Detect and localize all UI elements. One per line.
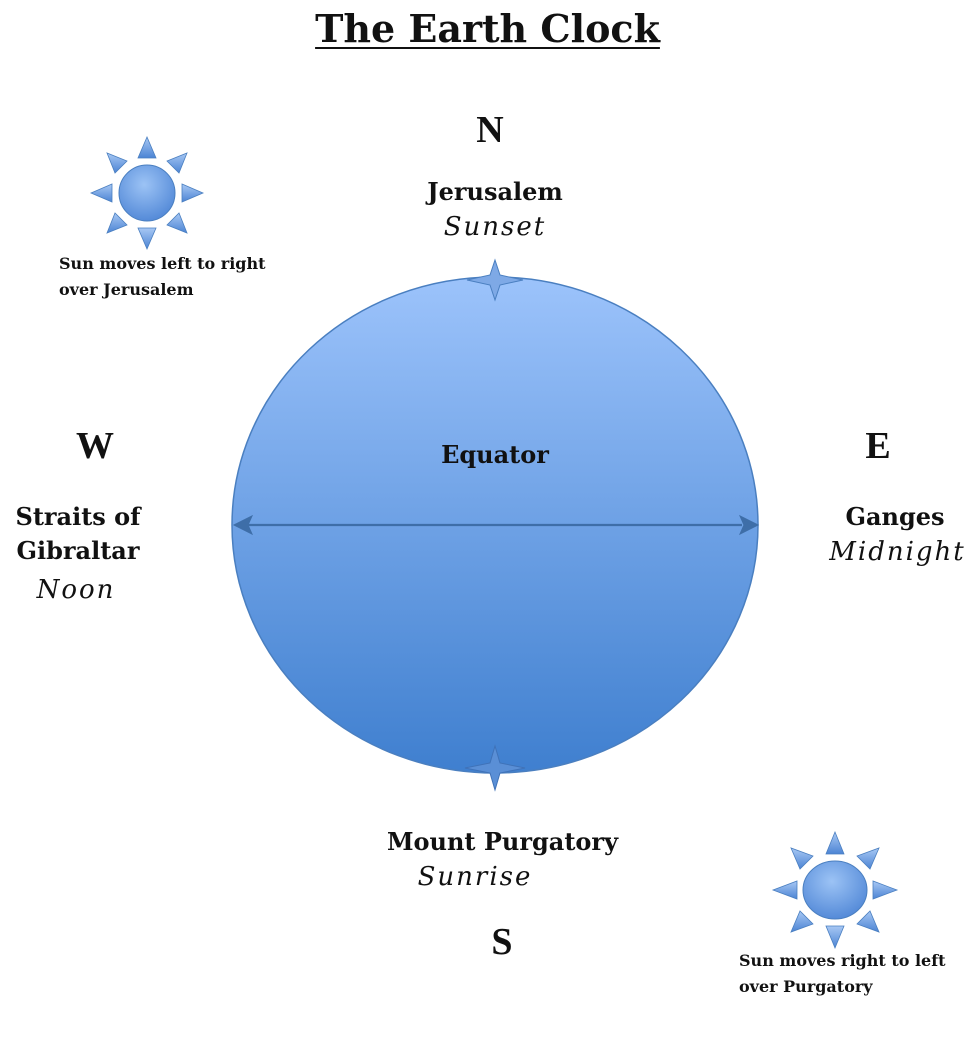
east-label: E: [865, 425, 891, 467]
north-label: N: [476, 109, 504, 151]
sun-note-line: over Purgatory: [739, 977, 873, 996]
south-label: S: [491, 921, 513, 963]
sun-note-purgatory: Sun moves right to left over Purgatory: [739, 948, 969, 1000]
sun-note-line: Sun moves left to right: [59, 254, 266, 273]
equator-label: Equator: [441, 440, 549, 469]
gibraltar-time: Noon: [36, 575, 116, 605]
west-label: W: [76, 425, 114, 467]
ganges-time: Midnight: [829, 537, 966, 567]
gibraltar-label: Straits of Gibraltar: [0, 500, 156, 568]
sun-note-line: Sun moves right to left: [739, 951, 946, 970]
jerusalem-label: Jerusalem: [427, 177, 563, 206]
gibraltar-line: Gibraltar: [16, 536, 140, 565]
page-title: The Earth Clock: [315, 6, 660, 51]
equator-arrow-icon: [232, 514, 760, 536]
sun-icon: [771, 830, 899, 950]
sun-note-line: over Jerusalem: [59, 280, 194, 299]
ganges-label: Ganges: [845, 502, 945, 531]
south-star-icon: [464, 744, 526, 792]
purgatory-label: Mount Purgatory: [386, 827, 619, 856]
jerusalem-time: Sunset: [443, 212, 547, 242]
gibraltar-line: Straits of: [15, 502, 141, 531]
sun-note-jerusalem: Sun moves left to right over Jerusalem: [59, 251, 319, 303]
north-star-icon: [466, 258, 524, 302]
purgatory-time: Sunrise: [417, 862, 533, 892]
sun-icon: [89, 135, 205, 251]
